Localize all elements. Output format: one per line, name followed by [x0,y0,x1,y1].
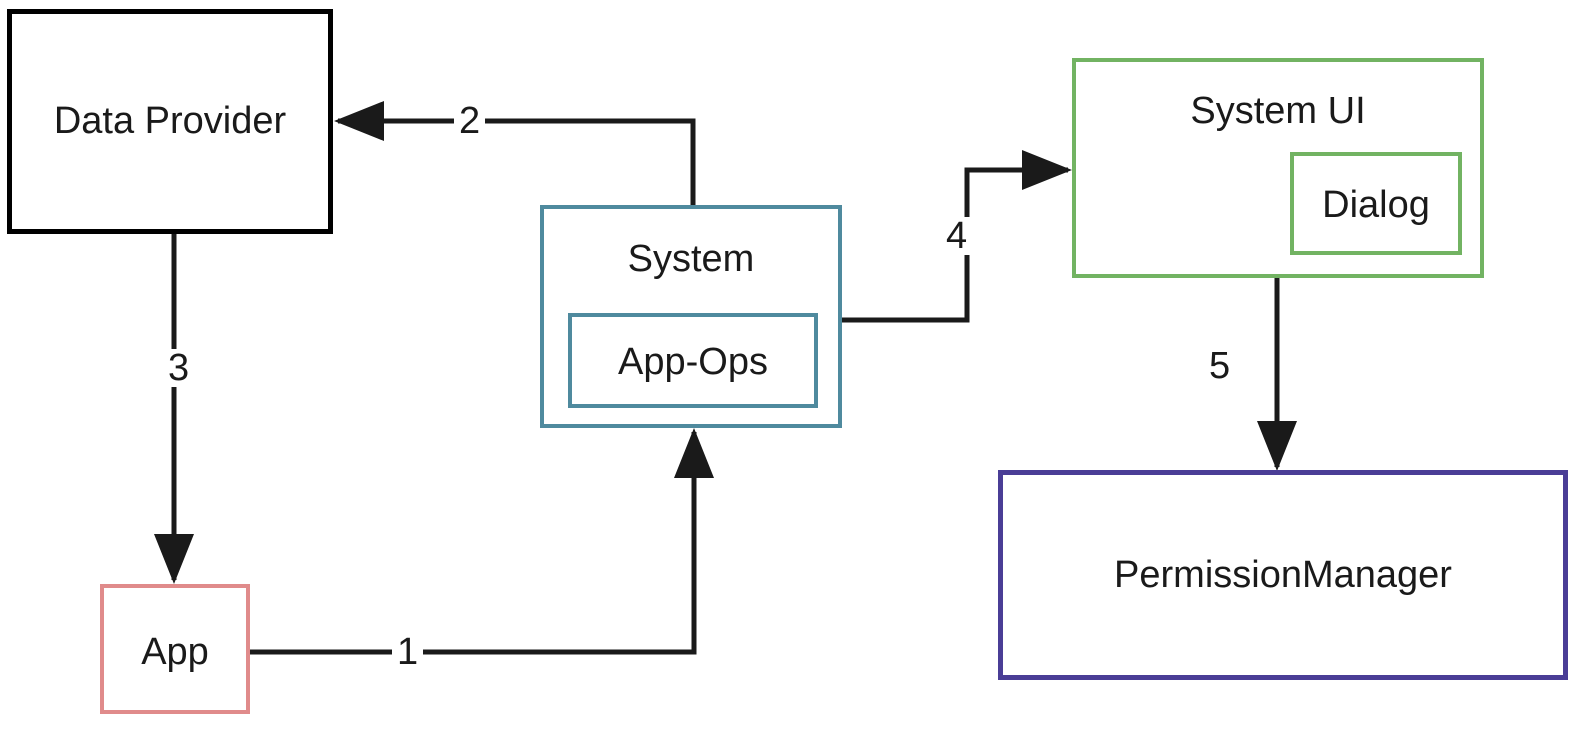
node-data-provider[interactable] [7,9,333,234]
node-dialog[interactable] [1290,152,1462,255]
node-app[interactable] [100,584,250,714]
edge-label-4: 4 [941,217,973,255]
edge-1-path [250,427,714,655]
node-permission-manager[interactable] [998,470,1568,680]
node-app-ops[interactable] [568,313,818,408]
node-system[interactable] [540,205,842,428]
edge-label-2: 2 [454,102,486,140]
edge-label-3: 3 [163,349,195,387]
edge-2-path [333,101,696,205]
edge-label-1: 1 [392,633,424,671]
node-system-ui[interactable] [1072,58,1484,278]
edge-label-5: 5 [1204,347,1236,385]
